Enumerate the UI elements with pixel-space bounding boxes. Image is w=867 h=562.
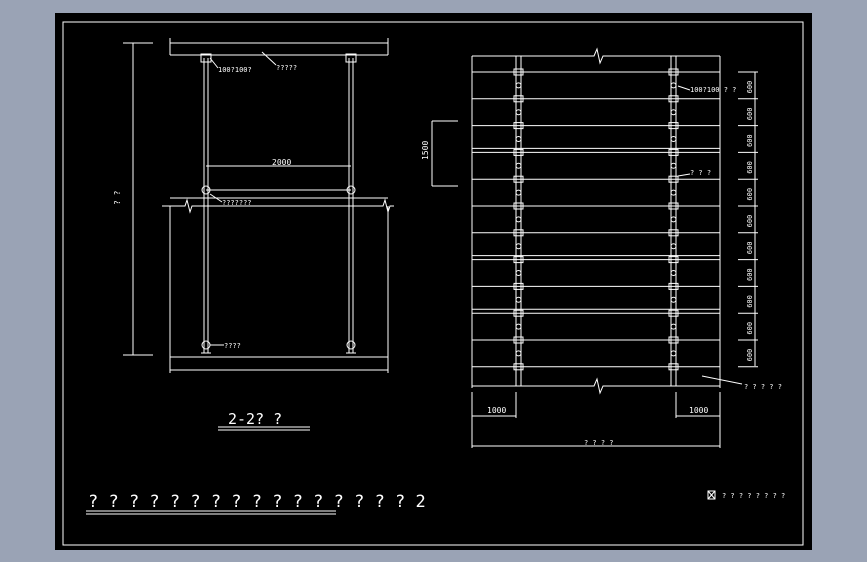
bottom-slab-label: ???? bbox=[224, 342, 241, 350]
spacing-dim-text: 600 bbox=[746, 188, 754, 201]
total-width-label: ? ? ? ? bbox=[584, 439, 614, 447]
spacing-dim-text: 600 bbox=[746, 215, 754, 228]
clamp-left bbox=[515, 82, 522, 89]
spacing-dim-text: 600 bbox=[746, 322, 754, 335]
post-joint-left bbox=[513, 122, 524, 130]
clamp-right bbox=[670, 216, 677, 223]
clamp-right bbox=[670, 82, 677, 89]
post-joint-left bbox=[513, 256, 524, 264]
post-joint-right bbox=[668, 68, 679, 76]
clamp-left bbox=[515, 216, 522, 223]
post-joint-right bbox=[668, 256, 679, 264]
spacing-dim-text: 600 bbox=[746, 268, 754, 281]
plan-spacing-dims: 600 600 600 600 600 600 600 600 600 600 600 bbox=[738, 71, 758, 368]
post-joint-right bbox=[668, 336, 679, 344]
clamp-left bbox=[515, 136, 522, 142]
clamp-left bbox=[515, 109, 522, 116]
clamp-right bbox=[670, 136, 677, 142]
bottom-right-label: ? ? ? ? ? bbox=[744, 383, 782, 391]
post-joint-left bbox=[513, 229, 524, 237]
clamp-left bbox=[515, 270, 522, 276]
section-title: 2-2? ? bbox=[228, 410, 282, 428]
post-joint-left bbox=[513, 309, 524, 317]
top-slab-label: ????? bbox=[276, 64, 297, 72]
spacing-dim-text: 600 bbox=[746, 242, 754, 255]
dim-left-1000: 1000 bbox=[487, 406, 506, 415]
plan-rows bbox=[472, 68, 720, 371]
post-joint-left bbox=[513, 363, 524, 371]
dim-1500: 1500 bbox=[421, 141, 430, 160]
spacing-dim-text: 600 bbox=[746, 108, 754, 121]
mid-label: ??????? bbox=[222, 199, 252, 207]
spacing-dim-text: 600 bbox=[746, 349, 754, 362]
post-joint-left bbox=[513, 336, 524, 344]
spacing-dim-text: 600 bbox=[746, 295, 754, 308]
dim-right-1000: 1000 bbox=[689, 406, 708, 415]
clamp-right bbox=[670, 350, 677, 357]
post-joint-right bbox=[668, 175, 679, 183]
clamp-right bbox=[670, 109, 677, 116]
post-joint-right bbox=[668, 229, 679, 237]
dim-2000: 2000 bbox=[272, 158, 291, 167]
post-joint-left bbox=[513, 175, 524, 183]
drawing-sheet bbox=[55, 13, 812, 550]
clamp-left bbox=[515, 189, 522, 196]
pipe-label-right: 100?100 ? ? bbox=[690, 86, 736, 94]
spacing-dim-text: 600 bbox=[746, 161, 754, 174]
pipe-label-left: 100?100? bbox=[218, 66, 252, 74]
post-joint-right bbox=[668, 148, 679, 156]
legend-text: ? ? ? ? ? ? ? ? bbox=[722, 492, 785, 500]
side-label: ? ? ? bbox=[690, 169, 711, 177]
sheet-title: ? ? ? ? ? ? ? ? ? ? ? ? ? ? ? ? 2 bbox=[88, 492, 426, 512]
post-joint-left bbox=[513, 148, 524, 156]
clamp-right bbox=[670, 243, 677, 250]
spacing-dim-text: 600 bbox=[746, 81, 754, 94]
clamp-left bbox=[515, 243, 522, 250]
clamp-right bbox=[670, 296, 677, 303]
spacing-dim-text: 600 bbox=[746, 134, 754, 147]
clamp-left bbox=[515, 296, 522, 303]
section-view bbox=[123, 38, 394, 431]
post-joint-left bbox=[513, 282, 524, 290]
clamp-left bbox=[515, 323, 522, 330]
post-joint-left bbox=[513, 202, 524, 210]
post-joint-right bbox=[668, 363, 679, 371]
post-joint-left bbox=[513, 68, 524, 76]
post-joint-left bbox=[513, 95, 524, 103]
clamp-left bbox=[515, 162, 522, 169]
boxed-x-icon bbox=[707, 490, 716, 500]
plan-view bbox=[431, 47, 756, 448]
post-joint-right bbox=[668, 202, 679, 210]
clamp-right bbox=[670, 270, 677, 276]
clamp-right bbox=[670, 162, 677, 169]
drawing-border bbox=[62, 21, 804, 546]
clamp-right bbox=[670, 189, 677, 196]
post-joint-right bbox=[668, 282, 679, 290]
clamp-left bbox=[515, 350, 522, 357]
post-joint-right bbox=[668, 309, 679, 317]
post-joint-right bbox=[668, 122, 679, 130]
post-joint-right bbox=[668, 95, 679, 103]
height-label: ? ? bbox=[113, 190, 122, 205]
clamp-right bbox=[670, 323, 677, 330]
